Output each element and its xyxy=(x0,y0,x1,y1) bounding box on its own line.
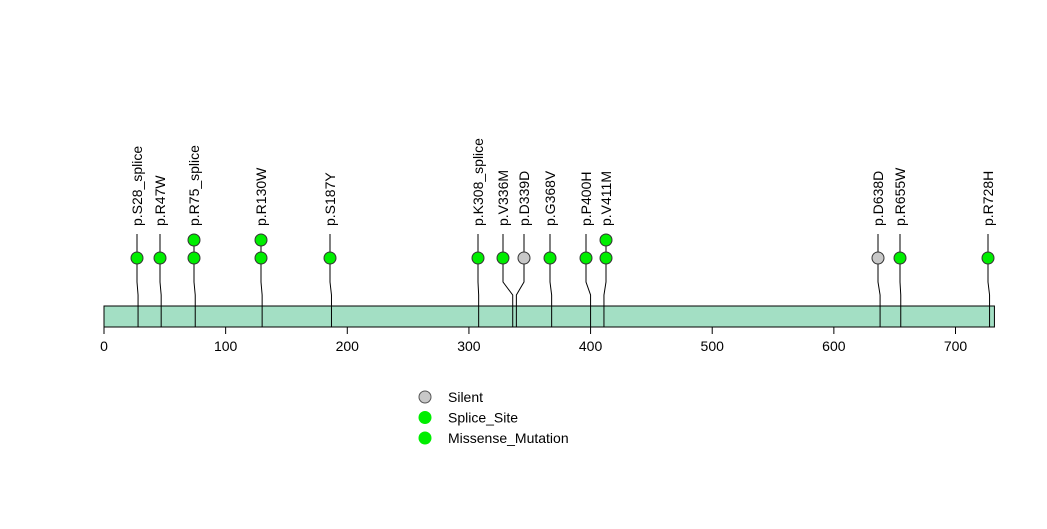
mutation-point xyxy=(130,251,144,265)
mutation-point xyxy=(496,251,510,265)
legend-marker xyxy=(418,390,432,404)
mutation-point xyxy=(599,251,613,265)
mutation-point xyxy=(981,251,995,265)
protein-bar xyxy=(103,305,995,328)
x-tick-label: 500 xyxy=(701,338,725,354)
mutation-label: p.D638D xyxy=(870,171,886,226)
legend-label: Silent xyxy=(448,389,483,405)
mutation-label: p.R75_splice xyxy=(186,145,202,226)
mutation-label: p.D339D xyxy=(516,171,532,226)
mutation-point xyxy=(254,233,268,247)
mutation-label: p.R47W xyxy=(152,175,168,226)
mutation-point xyxy=(893,251,907,265)
mutation-label: p.V336M xyxy=(495,170,511,226)
legend-marker xyxy=(418,431,432,445)
mutation-label: p.S187Y xyxy=(322,172,338,226)
x-tick-label: 400 xyxy=(579,338,603,354)
mutation-point xyxy=(471,251,485,265)
x-tick-label: 700 xyxy=(944,338,968,354)
mutation-point xyxy=(871,251,885,265)
mutation-label: p.P400H xyxy=(578,172,594,226)
mutation-label: p.R728H xyxy=(980,171,996,226)
mutation-label: p.G368V xyxy=(542,170,558,226)
mutation-point xyxy=(543,251,557,265)
legend-label: Missense_Mutation xyxy=(448,430,569,446)
mutation-label: p.K308_splice xyxy=(470,138,486,226)
mutation-point xyxy=(599,233,613,247)
mutation-point xyxy=(153,251,167,265)
mutation-point xyxy=(323,251,337,265)
mutation-label: p.R130W xyxy=(253,167,269,226)
mutation-point xyxy=(579,251,593,265)
mutation-label: p.V411M xyxy=(598,171,614,226)
mutation-point xyxy=(187,233,201,247)
legend-marker xyxy=(418,411,432,424)
x-tick-label: 300 xyxy=(457,338,481,354)
x-tick-label: 200 xyxy=(336,338,360,354)
x-tick-label: 0 xyxy=(100,338,108,354)
x-tick-label: 100 xyxy=(214,338,238,354)
x-tick-label: 600 xyxy=(822,338,846,354)
mutation-point xyxy=(254,251,268,265)
mutation-label: p.S28_splice xyxy=(129,146,145,226)
legend-label: Splice_Site xyxy=(448,410,518,426)
mutation-point xyxy=(187,251,201,265)
mutation-point xyxy=(517,251,531,265)
mutation-label: p.R655W xyxy=(892,167,908,226)
